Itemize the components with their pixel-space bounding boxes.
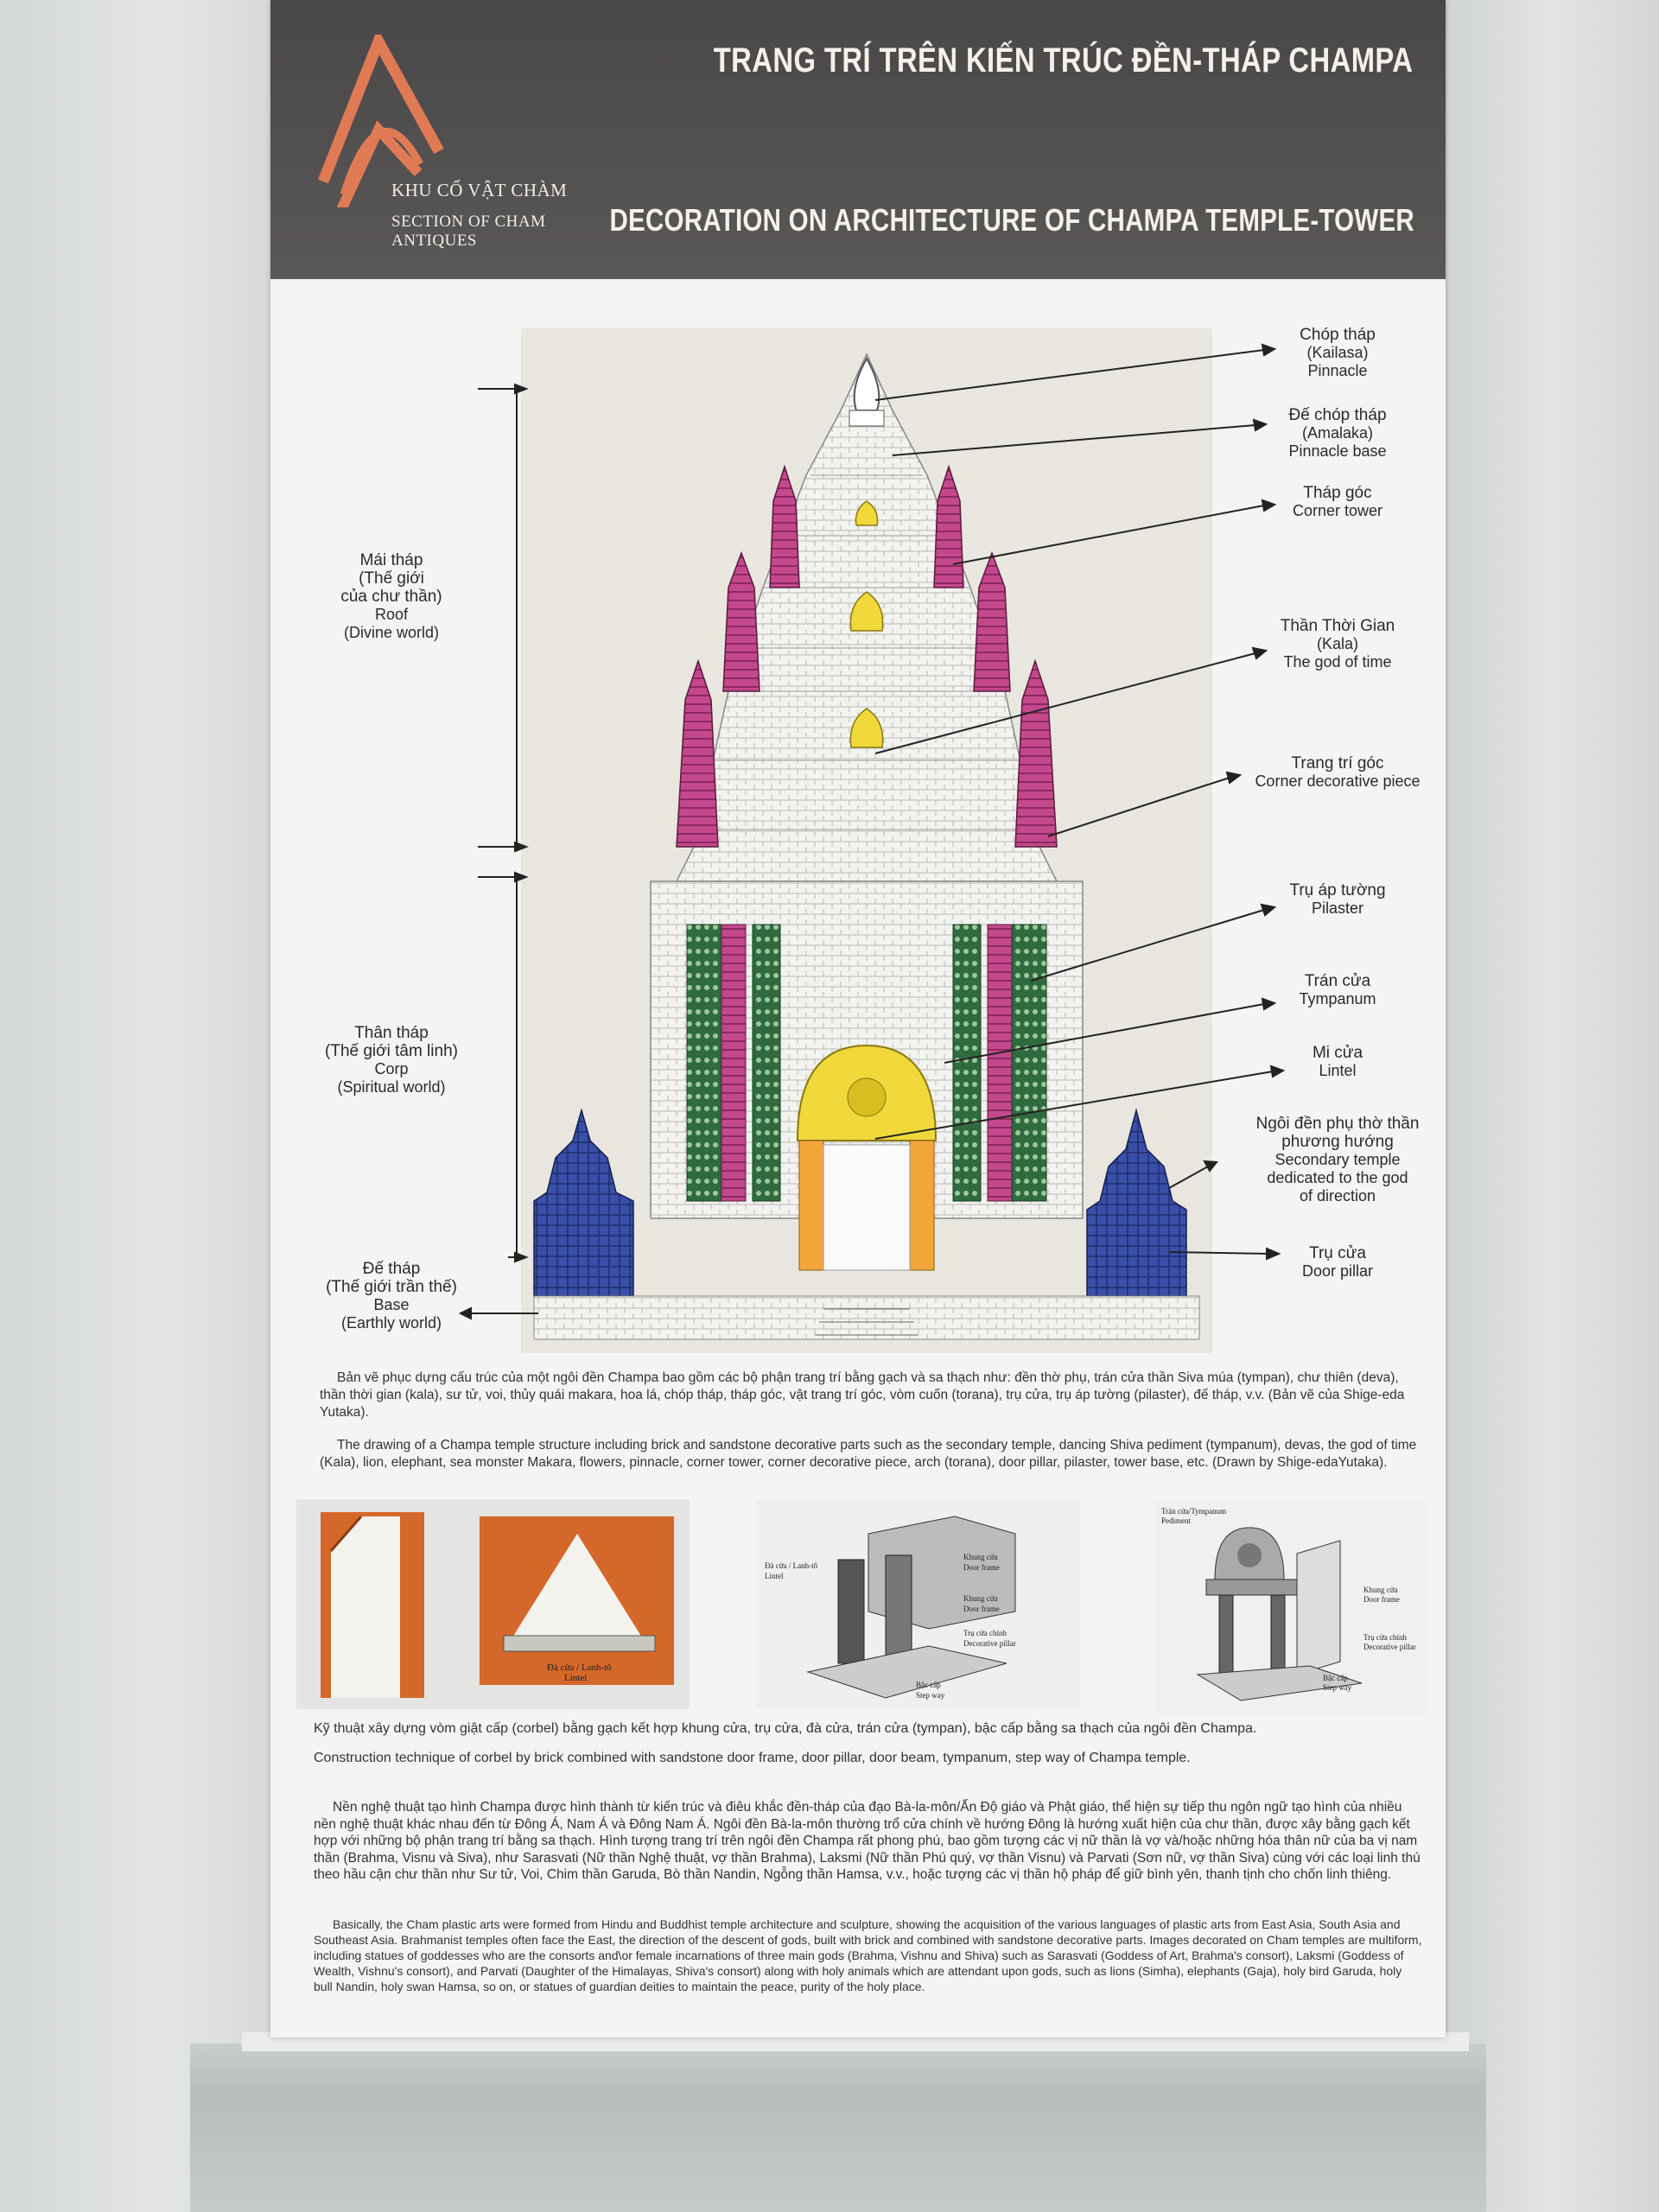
label-pinnacle-vn: Chóp tháp (1300, 326, 1376, 344)
label-pilaster: Trụ áp tường Pilaster (1243, 881, 1433, 918)
label-base-en-2: (Earthly world) (340, 1314, 442, 1332)
label-lintel-vn: Mi cửa (1312, 1044, 1363, 1062)
label-secondary-temple-vn: Ngôi đền phụ thờ thần (1255, 1115, 1420, 1133)
label-pinnacle-base-sub: (Amalaka) (1301, 424, 1374, 442)
thumb-pediment-label-1: Trán cửa/Tympanum (1161, 1507, 1226, 1516)
label-corner-decoration: Trang trí góc Corner decorative piece (1230, 754, 1446, 791)
thumb-door-label-9: Đà cửa / Lanh-tô (765, 1561, 818, 1570)
construction-caption-vn: Kỹ thuật xây dựng vòm giật cấp (corbel) … (314, 1721, 1257, 1736)
label-roof-en: Roof (374, 606, 409, 623)
annotation-lines (458, 343, 1286, 1320)
construction-caption-en: Construction technique of corbel by bric… (314, 1751, 1191, 1765)
label-base-vn: Đế tháp (362, 1260, 421, 1278)
corbel-illustration: Đà cửa / Lanh-tô Lintel (321, 1512, 674, 1698)
label-lintel: Mi cửa Lintel (1243, 1044, 1433, 1080)
label-secondary-temple: Ngôi đền phụ thờ thần phương hướng Secon… (1225, 1115, 1450, 1205)
door-frame-diagram: Khung cửa Door frame Khung cửa Door fram… (756, 1499, 1080, 1709)
label-roof-vn-3: của chư thần) (340, 588, 442, 606)
wall-left (0, 0, 272, 2212)
label-secondary-temple-en-2: dedicated to the god (1267, 1169, 1408, 1186)
label-corner-decoration-en: Corner decorative piece (1255, 772, 1421, 790)
label-corp-vn-2: (Thế giới tâm linh) (325, 1042, 458, 1060)
label-secondary-temple-en-3: of direction (1299, 1187, 1376, 1205)
label-pinnacle-base: Đế chóp tháp (Amalaka) Pinnacle base (1243, 406, 1433, 461)
label-base-vn-2: (Thế giới trần thế) (326, 1278, 457, 1296)
label-pinnacle-base-vn: Đế chóp tháp (1288, 406, 1387, 424)
label-corp-en: Corp (374, 1060, 409, 1077)
section-title-en: SECTION OF CHAM ANTIQUES (391, 213, 546, 250)
art-text-en: Basically, the Cham plastic arts were fo… (314, 1917, 1422, 1993)
label-lintel-en: Lintel (1319, 1062, 1357, 1079)
thumb-pediment-label-2: Pediment (1161, 1516, 1191, 1525)
thumb-pediment-label-3: Khung cửa (1363, 1586, 1398, 1594)
label-tympanum: Trán cửa Tympanum (1243, 972, 1433, 1008)
thumb-pediment-label-6: Decorative pillar (1363, 1643, 1416, 1651)
label-corner-decoration-vn: Trang trí góc (1291, 754, 1384, 772)
label-door-pillar-en: Door pillar (1301, 1262, 1374, 1280)
label-kala-vn: Thần Thời Gian (1280, 617, 1395, 635)
label-kala-en: The god of time (1283, 653, 1392, 671)
label-roof-vn-2: (Thế giới (359, 569, 424, 588)
label-base-en: Base (373, 1296, 410, 1313)
header-banner: KHU CỔ VẬT CHÀM SECTION OF CHAM ANTIQUES… (270, 0, 1446, 279)
temple-drawing (521, 328, 1212, 1353)
thumb-pediment-label-4: Door frame (1363, 1595, 1400, 1604)
title-en: DECORATION ON ARCHITECTURE OF CHAMPA TEM… (609, 202, 1414, 238)
thumb-door-label-7: Bậc cấp (916, 1681, 941, 1689)
label-corp-vn: Thân tháp (354, 1024, 429, 1042)
display-ledge (190, 2044, 1486, 2212)
label-corner-tower: Tháp góc Corner tower (1243, 484, 1433, 520)
thumb-door-label-6: Decorative pillar (963, 1639, 1016, 1648)
label-tympanum-vn: Trán cửa (1304, 972, 1371, 990)
label-secondary-temple-vn-2: phương hướng (1281, 1133, 1394, 1151)
thumb-pediment-label-5: Trụ cửa chính (1363, 1633, 1408, 1642)
thumb-door-label-2: Door frame (963, 1563, 1000, 1572)
label-pinnacle-en: Pinnacle (1307, 362, 1368, 379)
section-title-vn: KHU CỔ VẬT CHÀM (391, 180, 568, 200)
label-kala-sub: (Kala) (1316, 635, 1358, 652)
thumb-door-label-1: Khung cửa (963, 1553, 998, 1561)
thumb-door-label-10: Lintel (765, 1572, 784, 1580)
label-kala: Thần Thời Gian (Kala) The god of time (1243, 617, 1433, 671)
wall-right (1445, 0, 1659, 2212)
thumb-lintel-label-en: Lintel (564, 1673, 587, 1683)
thumb-door-label-8: Step way (916, 1691, 945, 1700)
label-corp: Thân tháp (Thế giới tâm linh) Corp (Spir… (288, 1024, 495, 1096)
thumb-door-label-5: Trụ cửa chính (963, 1629, 1007, 1637)
thumb-lintel-label: Đà cửa / Lanh-tô (547, 1662, 612, 1673)
label-base: Đế tháp (Thế giới trần thế) Base (Earthl… (288, 1260, 495, 1332)
label-roof-vn: Mái tháp (359, 551, 423, 569)
thumb-door-label-4: Door frame (963, 1605, 1000, 1613)
information-board: KHU CỔ VẬT CHÀM SECTION OF CHAM ANTIQUES… (270, 0, 1446, 2037)
pediment-diagram: Trán cửa/Tympanum Pediment Khung cửa Doo… (1154, 1502, 1427, 1713)
title-vn: TRANG TRÍ TRÊN KIẾN TRÚC ĐỀN-THÁP CHAMPA (713, 41, 1413, 79)
label-roof: Mái tháp (Thế giới của chư thần) Roof (D… (305, 551, 478, 642)
description-vn: Bản vẽ phục dựng cấu trúc của một ngôi đ… (320, 1370, 1405, 1420)
thumb-pediment-label-8: Step way (1323, 1683, 1352, 1692)
label-pilaster-vn: Trụ áp tường (1289, 881, 1386, 899)
label-tympanum-en: Tympanum (1299, 990, 1376, 1007)
label-door-pillar-vn: Trụ cửa (1309, 1244, 1366, 1262)
label-corner-tower-en: Corner tower (1292, 502, 1383, 519)
cham-logo-icon (318, 35, 444, 207)
label-pinnacle-base-en: Pinnacle base (1288, 442, 1387, 460)
label-roof-en-2: (Divine world) (343, 624, 440, 641)
label-secondary-temple-en: Secondary temple (1274, 1151, 1401, 1168)
door-frame-illustration: Khung cửa Door frame Khung cửa Door fram… (765, 1516, 1016, 1700)
thumb-pediment-label-7: Bậc cấp (1323, 1674, 1348, 1682)
art-text-vn: Nền nghệ thuật tạo hình Champa được hình… (314, 1800, 1421, 1882)
temple-illustration (533, 353, 1200, 1340)
label-corner-tower-vn: Tháp góc (1303, 484, 1372, 502)
label-pinnacle: Chóp tháp (Kailasa) Pinnacle (1243, 326, 1433, 380)
label-door-pillar: Trụ cửa Door pillar (1243, 1244, 1433, 1281)
label-pinnacle-sub: (Kailasa) (1306, 344, 1369, 361)
thumb-door-label-3: Khung cửa (963, 1594, 998, 1603)
pediment-illustration: Trán cửa/Tympanum Pediment Khung cửa Doo… (1161, 1507, 1416, 1701)
label-corp-en-2: (Spiritual world) (337, 1078, 446, 1096)
corbel-diagram: Đà cửa / Lanh-tô Lintel (296, 1499, 690, 1709)
description-en: The drawing of a Champa temple structure… (320, 1438, 1417, 1470)
label-pilaster-en: Pilaster (1311, 899, 1364, 917)
